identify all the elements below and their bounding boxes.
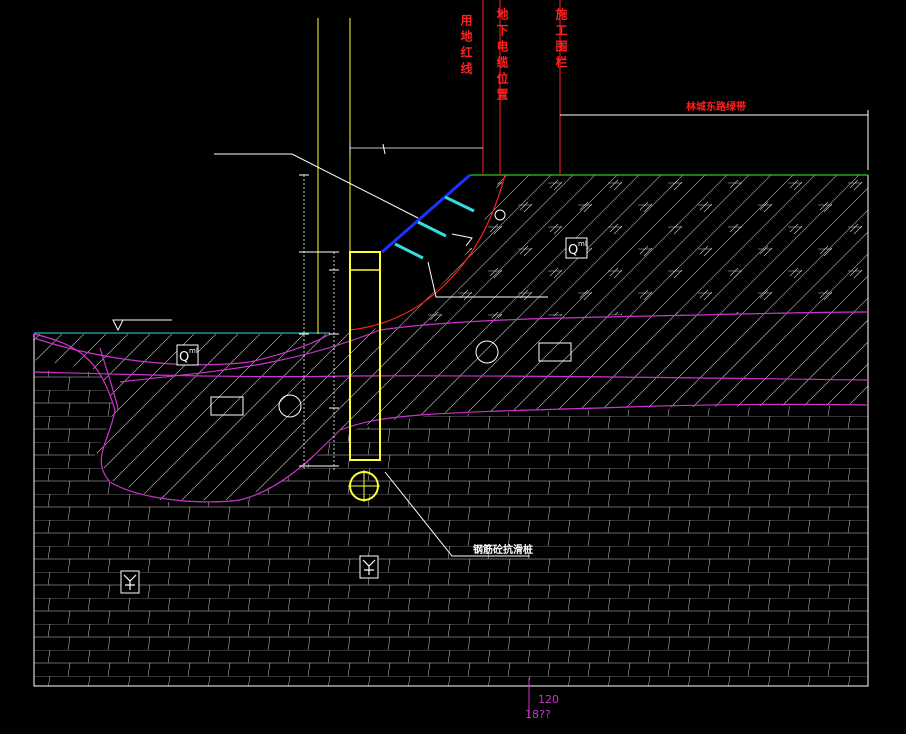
underground-cable-label: 地下电缆位置 bbox=[495, 7, 509, 104]
marker-circle-1 bbox=[494, 209, 506, 221]
pile-label: 钢筋砼抗滑桩 bbox=[473, 543, 533, 556]
upper-soil-diag bbox=[380, 175, 868, 328]
leader-line-pile bbox=[384, 471, 530, 557]
layer-tag-upper: Q bbox=[568, 243, 578, 258]
leader-line-top bbox=[214, 153, 419, 219]
land-redline-label: 用地红线 bbox=[459, 14, 473, 78]
layer-tag-upper-box bbox=[565, 237, 588, 259]
bottom-number-2: 18?? bbox=[525, 708, 551, 721]
anchor-1 bbox=[444, 195, 475, 213]
rock-region bbox=[34, 370, 868, 686]
construction-fence-label: 施工围栏 bbox=[554, 7, 568, 72]
layer-boundary-5 bbox=[99, 347, 119, 411]
section-boundary bbox=[33, 175, 869, 687]
anchor-3 bbox=[394, 242, 424, 260]
slope-face-line bbox=[381, 173, 471, 254]
dim-horizontal-top-tick2 bbox=[382, 143, 386, 155]
anchor-2 bbox=[417, 220, 447, 238]
middle-soil-region bbox=[34, 312, 868, 500]
marker-circle-3 bbox=[278, 394, 302, 418]
green-belt-label: 林城东路绿带 bbox=[686, 100, 746, 113]
layer-tag-upper-sup: ml bbox=[578, 240, 587, 248]
marker-rect-1 bbox=[538, 342, 572, 362]
anti-slide-pile bbox=[349, 251, 381, 461]
rock-layer-symbol-icon-2 bbox=[359, 555, 379, 579]
marker-rect-2 bbox=[210, 396, 244, 416]
marker-circle-2 bbox=[475, 340, 499, 364]
rock-layer-symbol-icon bbox=[120, 570, 140, 594]
water-level-triangle-icon bbox=[112, 319, 124, 332]
leader-line-arrow bbox=[451, 233, 473, 247]
layer-tag-lower-sup: ml bbox=[189, 347, 198, 355]
layer-boundary-4 bbox=[119, 311, 869, 383]
leader-line-mid bbox=[427, 261, 548, 298]
layer-boundary-3 bbox=[33, 333, 331, 366]
layer-tag-lower-box bbox=[176, 344, 199, 366]
layer-boundary-1 bbox=[33, 333, 869, 503]
bottom-number-1: 120 bbox=[538, 693, 559, 706]
layer-tag-lower: Q bbox=[179, 350, 189, 365]
slip-surface-arc bbox=[349, 174, 506, 331]
